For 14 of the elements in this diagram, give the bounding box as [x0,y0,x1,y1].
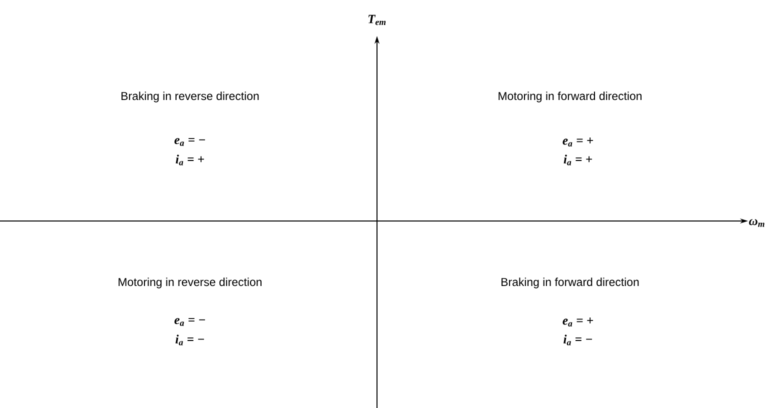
quadrant-label: Motoring in reverse direction [118,278,262,288]
sign-equation: i$_{a}$ = − [564,334,592,346]
sign-equation: i$_{a}$ = + [176,154,204,166]
axis-label: ω$_{m}$ [749,219,764,227]
sign-equation: e$_{a}$ = − [174,138,206,146]
sign-equation: e$_{a}$ = + [562,138,594,146]
sign-equation: i$_{a}$ = − [176,334,204,346]
quadrant-label: Braking in reverse direction [122,92,259,102]
sign-equation: e$_{a}$ = − [174,318,206,326]
axis-label: T$_{em}$ [368,14,386,26]
quadrant-label: Motoring in forward direction [498,92,642,102]
sign-equation: e$_{a}$ = + [562,318,594,326]
sign-equation: i$_{a}$ = + [564,154,592,166]
quadrant-label: Braking in forward direction [502,278,639,288]
